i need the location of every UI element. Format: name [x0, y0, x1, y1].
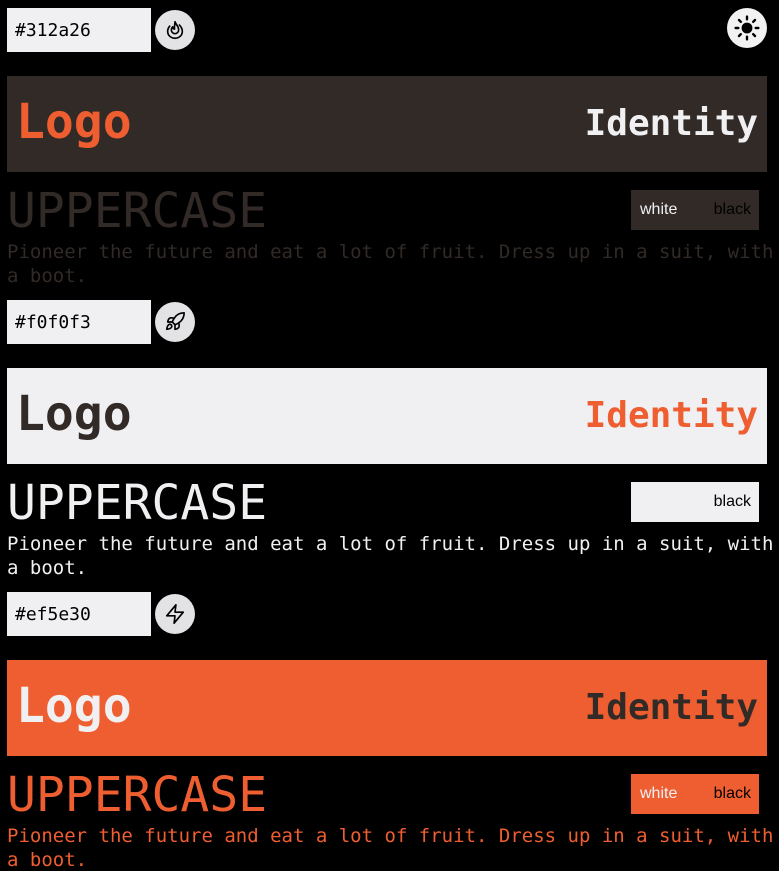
contrast-chip: white black — [631, 190, 759, 230]
contrast-black-label: black — [713, 493, 751, 510]
contrast-chip: white black — [631, 482, 759, 522]
brand-banner: Logo Identity — [7, 660, 767, 756]
identity-text: Identity — [584, 103, 758, 144]
contrast-black-label: black — [713, 785, 751, 802]
fire-icon — [166, 20, 184, 40]
body-sample-text: Pioneer the future and eat a lot of frui… — [7, 533, 774, 579]
body-sample-text: Pioneer the future and eat a lot of frui… — [7, 825, 774, 871]
uppercase-sample: UPPERCASE — [7, 475, 268, 531]
palette-section: Logo Identity UPPERCASE white black Pion… — [0, 592, 779, 871]
randomize-color-button[interactable] — [155, 302, 195, 342]
sun-icon — [734, 15, 760, 41]
logo-text: Logo — [16, 678, 132, 734]
randomize-color-button[interactable] — [155, 594, 195, 634]
color-hex-input[interactable] — [7, 8, 151, 52]
contrast-white-label: white — [640, 493, 678, 510]
brand-banner: Logo Identity — [7, 368, 767, 464]
uppercase-sample: UPPERCASE — [7, 767, 268, 823]
brand-banner: Logo Identity — [7, 76, 767, 172]
palette-section: Logo Identity UPPERCASE white black Pion… — [0, 300, 779, 580]
lightning-icon — [165, 604, 185, 624]
logo-text: Logo — [16, 94, 132, 150]
uppercase-sample: UPPERCASE — [7, 183, 268, 239]
palette-section: Logo Identity UPPERCASE white black Pion… — [0, 8, 779, 288]
contrast-white-label: white — [640, 785, 678, 802]
rocket-icon — [165, 312, 185, 331]
identity-text: Identity — [584, 687, 758, 728]
body-sample-text: Pioneer the future and eat a lot of frui… — [7, 241, 774, 287]
color-hex-input[interactable] — [7, 300, 151, 344]
randomize-color-button[interactable] — [155, 10, 195, 50]
color-hex-input[interactable] — [7, 592, 151, 636]
theme-toggle-button[interactable] — [727, 8, 767, 48]
contrast-black-label: black — [713, 201, 751, 218]
identity-text: Identity — [584, 395, 758, 436]
logo-text: Logo — [16, 386, 132, 442]
contrast-white-label: white — [640, 201, 678, 218]
contrast-chip: white black — [631, 774, 759, 814]
